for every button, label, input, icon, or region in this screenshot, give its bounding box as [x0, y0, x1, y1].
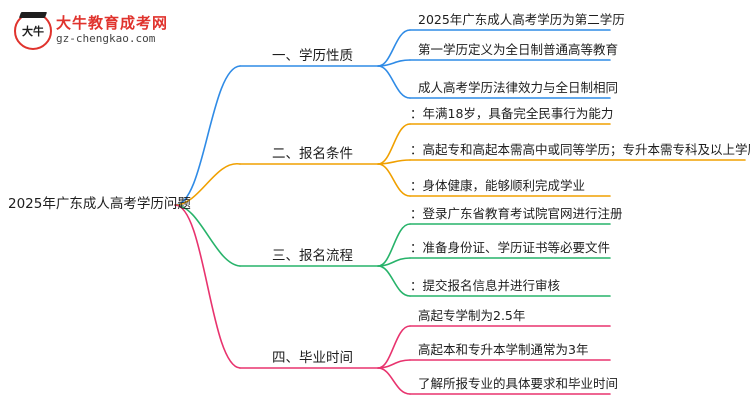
site-logo[interactable]: 大牛 大牛教育成考网 gz-chengkao.com	[14, 10, 174, 54]
connector-b3-l2	[377, 257, 411, 267]
connector-b4-l2	[377, 359, 411, 369]
connector-b4-l1	[377, 325, 411, 369]
b3-leaf-3: ：提交报名信息并进行审核	[410, 278, 561, 293]
connector-b3-l1	[377, 223, 411, 267]
b1-leaf-3: 成人高考学历法律效力与全日制相同	[418, 80, 619, 95]
b1-leaf-2: 第一学历定义为全日制普通高等教育	[418, 42, 619, 57]
branch-4-label: 四、毕业时间	[272, 350, 353, 366]
b2-leaf-3: ：身体健康，能够顺利完成学业	[410, 178, 586, 193]
root-topic: 2025年广东成人高考学历问题	[8, 196, 191, 212]
b4-leaf-2: 高起本和专升本学制通常为3年	[418, 342, 589, 357]
connector-b2-l3	[377, 163, 411, 197]
connector-b3-l3	[377, 265, 411, 297]
branch-2-label: 二、报名条件	[272, 146, 353, 162]
connector-root-b4	[174, 204, 241, 369]
connector-b4-l3	[377, 367, 411, 395]
branch-3-label: 三、报名流程	[272, 248, 353, 264]
connector-b1-l2	[377, 59, 411, 67]
b3-leaf-1: ：登录广东省教育考试院官网进行注册	[410, 206, 623, 221]
logo-mark-text: 大牛	[22, 25, 44, 38]
connector-b1-l1	[377, 29, 411, 67]
b1-leaf-1: 2025年广东成人高考学历为第二学历	[418, 12, 625, 27]
b2-leaf-2: ：高起专和高起本需高中或同等学历；专升本需专科及以上学历	[410, 142, 750, 157]
connector-root-b1	[174, 65, 241, 206]
b3-leaf-2: ：准备身份证、学历证书等必要文件	[410, 240, 611, 255]
b4-leaf-3: 了解所报专业的具体要求和毕业时间	[418, 376, 619, 391]
logo-mark-icon: 大牛	[14, 12, 52, 50]
connector-b2-l1	[377, 123, 411, 165]
connector-root-b3	[174, 204, 241, 267]
logo-url: gz-chengkao.com	[56, 32, 156, 45]
connector-root-b2	[174, 163, 241, 206]
b4-leaf-1: 高起专学制为2.5年	[418, 308, 526, 323]
logo-title: 大牛教育成考网	[56, 14, 169, 32]
connector-b1-l3	[377, 65, 411, 99]
branch-1-label: 一、学历性质	[272, 48, 353, 64]
b2-leaf-1: ：年满18岁，具备完全民事行为能力	[410, 106, 614, 121]
